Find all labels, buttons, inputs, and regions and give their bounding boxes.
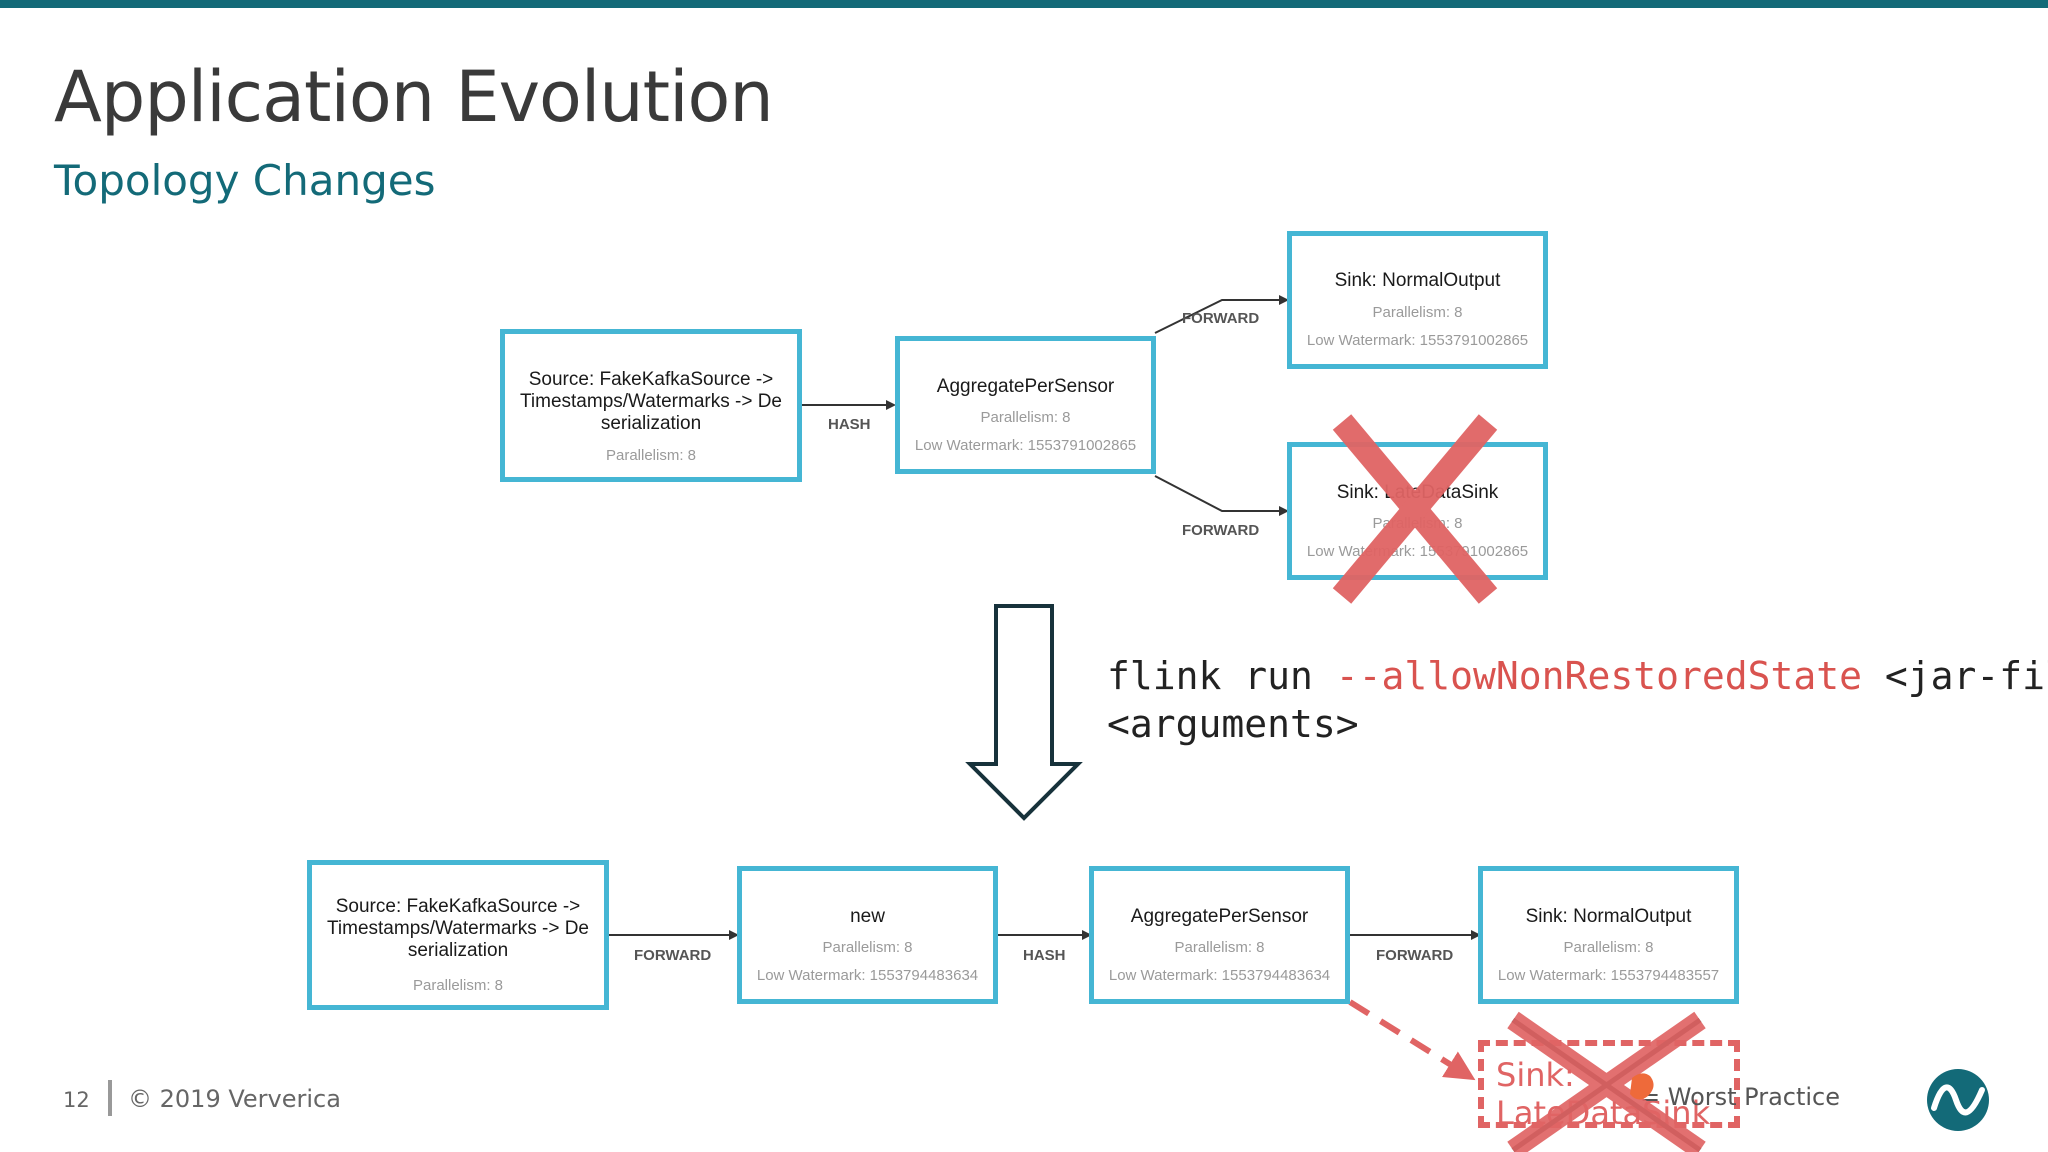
node-bottom-source-name: Source: FakeKafkaSource -> Timestamps/Wa…: [327, 896, 589, 961]
node-bottom-new-name: new: [850, 906, 885, 927]
slide-title: Application Evolution: [54, 56, 774, 138]
edge-top-forward-lower: [1154, 475, 1289, 516]
transition-arrow: [965, 604, 1083, 821]
footer-copyright: © 2019 Ververica: [128, 1085, 341, 1113]
node-bottom-aggregate-watermark: Low Watermark: 1553794483634: [1108, 967, 1331, 984]
top-accent-bar: [0, 0, 2048, 8]
node-bottom-source-parallelism: Parallelism: 8: [412, 977, 504, 994]
edge-top-forward-upper: [1154, 295, 1289, 334]
node-top-source-parallelism: Parallelism: 8: [605, 447, 697, 464]
node-top-sink-removed-watermark: Low Watermark: 1553791002865: [1306, 543, 1529, 560]
worst-practice-tag: = Worst Practice: [1640, 1083, 1841, 1111]
node-top-aggregate-name: AggregatePerSensor: [936, 376, 1115, 397]
node-top-source-name: Source: FakeKafkaSource -> Timestamps/Wa…: [520, 369, 782, 434]
cli-command-flag: --allowNonRestoredState: [1335, 654, 1862, 698]
edge-label-bottom-hash: HASH: [1023, 947, 1066, 964]
node-top-sink-removed-parallelism: Parallelism: 8: [1372, 515, 1463, 532]
node-top-sink-normal-parallelism: Parallelism: 8: [1372, 304, 1463, 321]
node-top-sink-normal-watermark: Low Watermark: 1553791002865: [1306, 332, 1529, 349]
node-top-sink-removed: Sink: LateDataSink Parallelism: 8 Low Wa…: [1287, 442, 1548, 580]
node-top-aggregate-watermark: Low Watermark: 1553791002865: [914, 437, 1137, 454]
edge-label-top-hash: HASH: [828, 416, 871, 433]
node-bottom-sink-normal-parallelism: Parallelism: 8: [1563, 939, 1654, 956]
node-top-sink-normal: Sink: NormalOutput Parallelism: 8 Low Wa…: [1287, 231, 1548, 369]
edge-label-bottom-forward-1: FORWARD: [634, 947, 712, 964]
node-bottom-aggregate-parallelism: Parallelism: 8: [1174, 939, 1265, 956]
node-bottom-sink-normal-watermark: Low Watermark: 1553794483557: [1497, 967, 1720, 984]
node-top-sink-normal-name: Sink: NormalOutput: [1334, 270, 1501, 291]
node-bottom-sink-normal-name: Sink: NormalOutput: [1525, 906, 1692, 927]
node-bottom-aggregate-name: AggregatePerSensor: [1130, 906, 1309, 927]
cli-command-arguments: <arguments>: [1107, 702, 1359, 746]
edge-label-bottom-forward-2: FORWARD: [1376, 947, 1454, 964]
node-top-aggregate-parallelism: Parallelism: 8: [980, 409, 1071, 426]
footer-divider: [108, 1080, 112, 1116]
node-top-aggregate: AggregatePerSensor Parallelism: 8 Low Wa…: [895, 336, 1156, 474]
cli-command-suffix: <jar-file: [1884, 654, 2048, 698]
node-bottom-new: new Parallelism: 8 Low Watermark: 155379…: [737, 866, 998, 1004]
node-top-source: Source: FakeKafkaSource -> Timestamps/Wa…: [500, 329, 802, 482]
node-top-sink-removed-name: Sink: LateDataSink: [1336, 482, 1499, 503]
edge-label-top-forward-lower: FORWARD: [1182, 522, 1260, 539]
page-number: 12: [63, 1088, 90, 1112]
edge-bottom-removed-dashed: [1348, 999, 1476, 1081]
node-bottom-sink-normal: Sink: NormalOutput Parallelism: 8 Low Wa…: [1478, 866, 1739, 1004]
cli-command: flink run --allowNonRestoredState <jar-f…: [1107, 652, 2048, 748]
slide-subtitle: Topology Changes: [54, 156, 436, 205]
node-bottom-new-watermark: Low Watermark: 1553794483634: [756, 967, 979, 984]
cli-command-prefix: flink run: [1107, 654, 1336, 698]
ververica-logo-icon: [1927, 1069, 1989, 1131]
node-bottom-new-parallelism: Parallelism: 8: [822, 939, 913, 956]
node-bottom-source: Source: FakeKafkaSource -> Timestamps/Wa…: [307, 860, 609, 1010]
edge-label-top-forward-upper: FORWARD: [1182, 310, 1260, 327]
node-bottom-aggregate: AggregatePerSensor Parallelism: 8 Low Wa…: [1089, 866, 1350, 1004]
